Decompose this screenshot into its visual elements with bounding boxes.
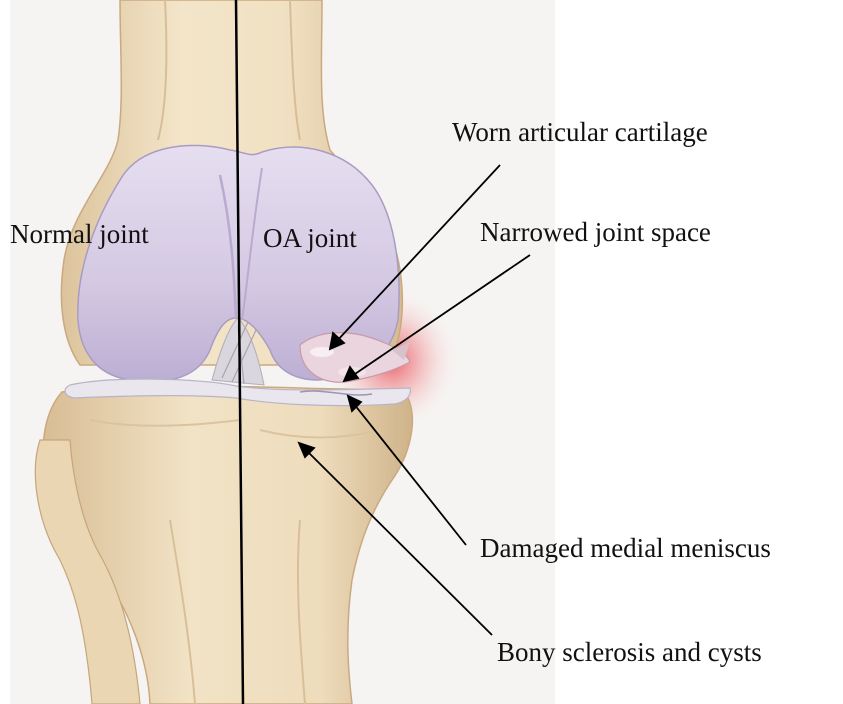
oa-joint-label: OA joint [263, 223, 357, 253]
normal-joint-label: Normal joint [10, 219, 149, 249]
worn-cartilage-label: Worn articular cartilage [452, 117, 708, 147]
damaged-meniscus-label: Damaged medial meniscus [480, 533, 771, 563]
bony-sclerosis-label: Bony sclerosis and cysts [497, 637, 762, 667]
narrowed-joint-space-label: Narrowed joint space [480, 217, 711, 247]
